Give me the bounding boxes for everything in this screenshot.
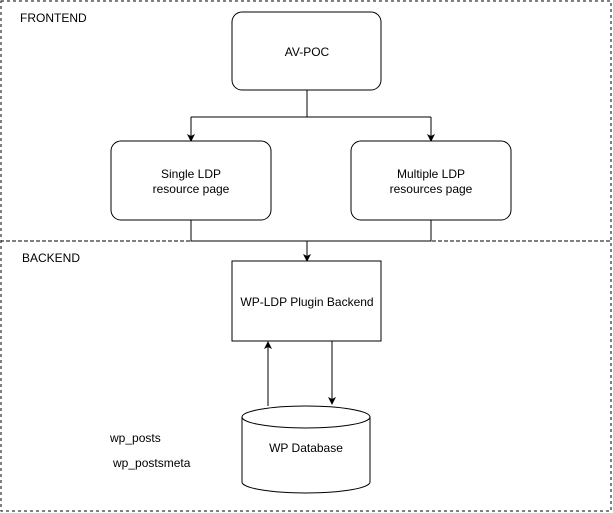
node-single-ldp-resource-page: Single LDP resource page	[110, 140, 272, 221]
node-wp-ldp-plugin-backend: WP-LDP Plugin Backend	[231, 260, 382, 342]
backend-zone	[0, 240, 612, 512]
node-wp-database: WP Database	[241, 405, 371, 494]
edge-pages-to-plugin	[190, 220, 432, 262]
backend-zone-label: BACKEND	[22, 251, 80, 265]
node-plugin-backend-label: WP-LDP Plugin Backend	[240, 295, 373, 309]
node-single-ldp-label-line2: resource page	[153, 182, 230, 196]
edge-av-poc-to-pages	[187, 90, 435, 142]
annotation-wp-posts: wp_posts	[109, 431, 161, 445]
node-multiple-ldp-resources-page: Multiple LDP resources page	[350, 140, 512, 221]
node-single-ldp-label-line1: Single LDP	[161, 167, 221, 181]
node-multiple-ldp-label-line1: Multiple LDP	[397, 167, 465, 181]
node-av-poc: AV-POC	[231, 11, 382, 91]
frontend-zone-label: FRONTEND	[20, 11, 87, 25]
node-av-poc-label: AV-POC	[285, 45, 330, 59]
node-multiple-ldp-label-line2: resources page	[390, 182, 473, 196]
annotation-wp-postsmeta: wp_postsmeta	[112, 456, 191, 470]
node-wp-database-label: WP Database	[269, 441, 343, 455]
